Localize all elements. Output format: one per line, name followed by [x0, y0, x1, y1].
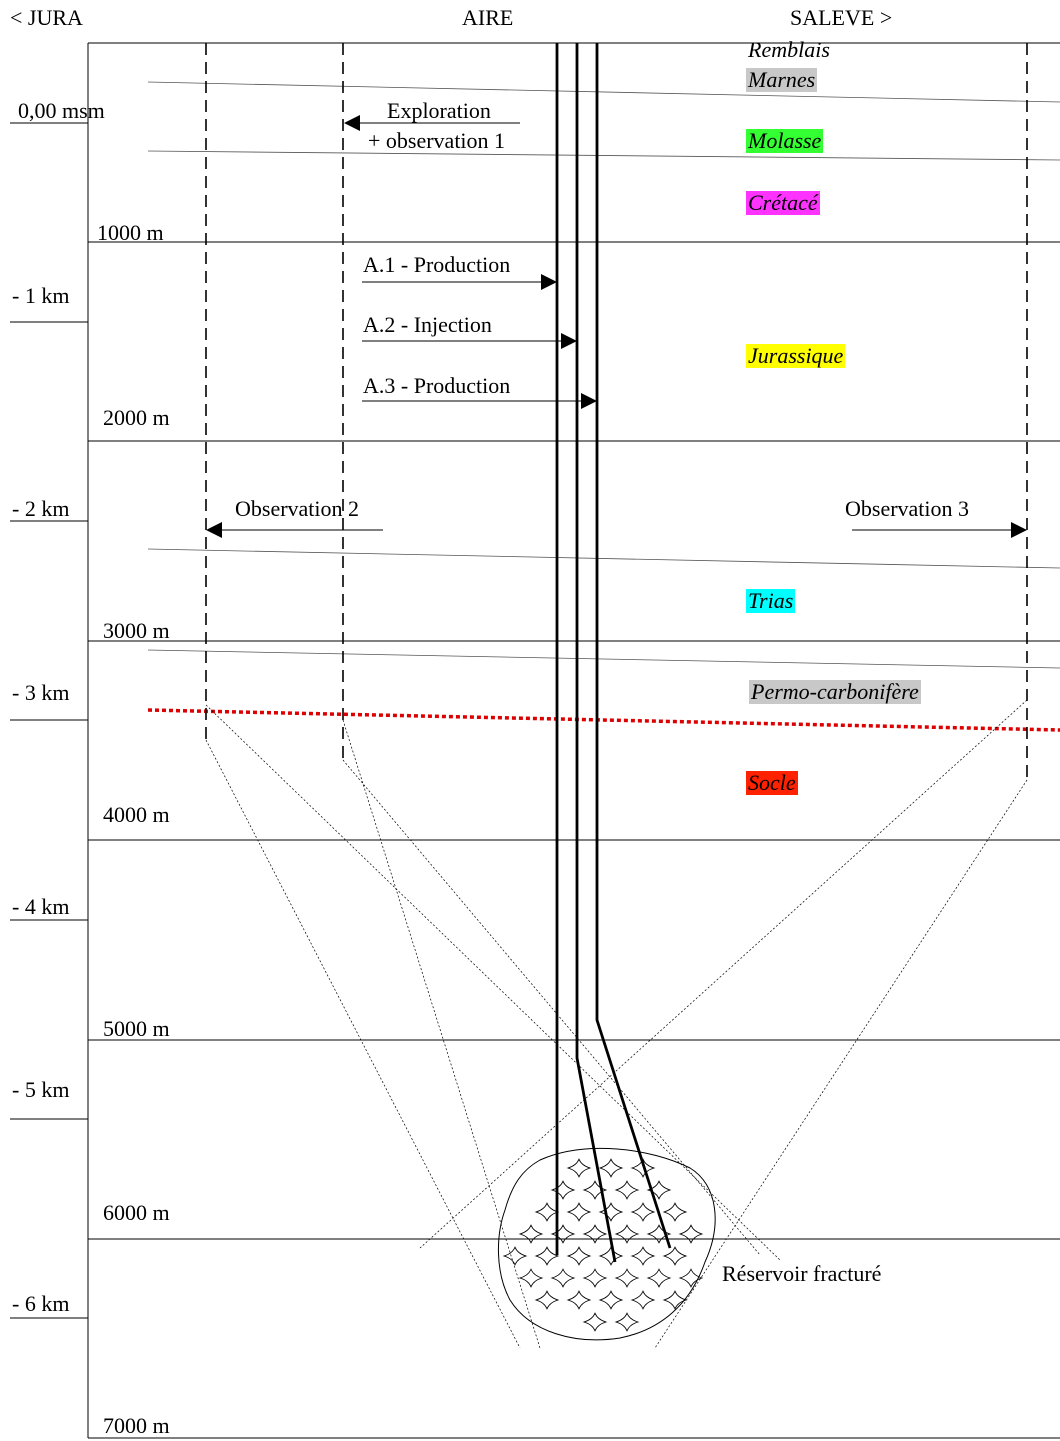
altitude-label-3: - 3 km — [12, 680, 70, 705]
fracture-mark-27 — [614, 1268, 640, 1288]
label-a2-injection: A.2 - Injection — [363, 312, 492, 337]
fracture-mark-28 — [646, 1268, 672, 1288]
deviated-extensions — [205, 699, 1028, 1349]
fracture-mark-21 — [598, 1246, 624, 1266]
layer-socle: Socle — [746, 770, 798, 795]
fracture-mark-29 — [678, 1268, 704, 1288]
header-saleve: SALEVE > — [790, 5, 893, 30]
fracture-mark-17 — [678, 1224, 704, 1244]
arrow-exploration — [344, 115, 520, 131]
fracture-mark-10 — [630, 1202, 656, 1222]
layer-remblais: Remblais — [748, 37, 830, 62]
fracture-mark-20 — [566, 1246, 592, 1266]
header-jura: < JURA — [10, 5, 83, 30]
fracture-mark-2 — [630, 1158, 656, 1178]
depth-label-3000: 3000 m — [103, 618, 170, 643]
fracture-mark-33 — [630, 1290, 656, 1310]
fracture-mark-16 — [646, 1224, 672, 1244]
arrow-a2 — [362, 333, 577, 349]
fracture-mark-24 — [518, 1268, 544, 1288]
fracture-mark-25 — [550, 1268, 576, 1288]
layer-molasse: Molasse — [746, 128, 824, 153]
fracture-mark-19 — [534, 1246, 560, 1266]
altitude-label-0: 0,00 msm — [18, 98, 105, 123]
fracture-mark-18 — [502, 1246, 528, 1266]
layer-cretace: Crétacé — [746, 190, 820, 215]
fracture-mark-22 — [630, 1246, 656, 1266]
label-a1-production: A.1 - Production — [363, 252, 511, 277]
socle-boundary-dotted — [147, 708, 1060, 732]
fracture-mark-14 — [582, 1224, 608, 1244]
layer-marnes: Marnes — [746, 67, 818, 92]
geological-boundaries — [147, 81, 1060, 669]
reservoir-outline — [498, 1147, 716, 1341]
fracture-mark-35 — [582, 1312, 608, 1332]
layer-trias: Trias — [746, 588, 796, 613]
fracture-mark-12 — [518, 1224, 544, 1244]
fracture-mark-9 — [598, 1202, 624, 1222]
depth-label-5000: 5000 m — [103, 1016, 170, 1041]
depth-label-7000: 7000 m — [103, 1413, 170, 1438]
fracture-mark-8 — [566, 1202, 592, 1222]
arrow-observation-3 — [852, 522, 1027, 538]
depth-label-6000: 6000 m — [103, 1200, 170, 1225]
fracture-mark-0 — [566, 1158, 592, 1178]
fracture-mark-30 — [534, 1290, 560, 1310]
fracture-mark-32 — [598, 1290, 624, 1310]
arrow-a1 — [362, 274, 557, 290]
fracture-mark-3 — [550, 1180, 576, 1200]
label-observation-2: Observation 2 — [235, 496, 360, 521]
altitude-label-2: - 2 km — [12, 496, 70, 521]
fracture-mark-5 — [614, 1180, 640, 1200]
reservoir-label: Réservoir fracturé — [722, 1261, 882, 1286]
altitude-label-6: - 6 km — [12, 1291, 70, 1316]
label-observation-1: + observation 1 — [368, 128, 506, 153]
fracture-mark-23 — [662, 1246, 688, 1266]
header-aire: AIRE — [462, 5, 514, 30]
altitude-label-5: - 5 km — [12, 1077, 70, 1102]
layer-permo-carbonifere: Permo-carbonifère — [749, 679, 921, 704]
layer-jurassique: Jurassique — [746, 343, 846, 368]
arrow-observation-2 — [206, 522, 383, 538]
fracture-mark-13 — [550, 1224, 576, 1244]
altitude-label-4: - 4 km — [12, 894, 70, 919]
main-wells — [555, 43, 672, 1263]
reservoir-fractures — [502, 1158, 704, 1332]
fracture-mark-36 — [614, 1312, 640, 1332]
fracture-mark-4 — [582, 1180, 608, 1200]
fracture-mark-26 — [582, 1268, 608, 1288]
observation-wells-dashed — [205, 43, 1028, 780]
depth-label-1000: 1000 m — [97, 220, 164, 245]
fracture-mark-7 — [534, 1202, 560, 1222]
label-exploration: Exploration — [387, 98, 491, 123]
label-a3-production: A.3 - Production — [363, 373, 511, 398]
altitude-ticks — [10, 122, 88, 1319]
altitude-label-1: - 1 km — [12, 283, 70, 308]
fracture-mark-6 — [646, 1180, 672, 1200]
label-observation-3: Observation 3 — [845, 496, 970, 521]
fracture-mark-1 — [598, 1158, 624, 1178]
depth-label-2000: 2000 m — [103, 405, 170, 430]
depth-label-4000: 4000 m — [103, 802, 170, 827]
depth-grid — [88, 241, 1060, 1240]
fracture-mark-15 — [614, 1224, 640, 1244]
fracture-mark-11 — [662, 1202, 688, 1222]
arrow-a3 — [362, 393, 597, 409]
fracture-mark-31 — [566, 1290, 592, 1310]
fracture-mark-34 — [662, 1290, 688, 1310]
